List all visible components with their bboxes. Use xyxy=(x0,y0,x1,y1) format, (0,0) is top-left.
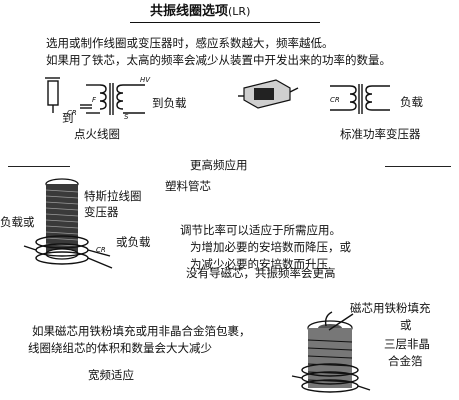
divider-right xyxy=(385,166,451,167)
title-underline xyxy=(130,22,320,23)
tesla-coil-drawing: CR xyxy=(23,178,113,269)
ignition-block xyxy=(47,80,59,106)
tesla-or-load: 或负载 xyxy=(116,235,151,249)
intro-line-2: 如果用了铁芯，太高的频率会减少从装置中开发出来的功率的数量。 xyxy=(46,53,391,67)
ignition-to: 到 xyxy=(62,111,74,125)
title-suffix: (LR) xyxy=(228,5,251,18)
ignition-coil-diagram: F CR S HV xyxy=(45,76,151,121)
intro-line-1: 选用或制作线圈或变压器时，感应系数越大，频率越低。 xyxy=(46,36,334,50)
tesla-load-or: 负载或 xyxy=(0,215,35,229)
transformer-photo xyxy=(238,79,299,109)
page-title: 共振线圈选项(LR) xyxy=(150,5,250,19)
tuning-line-1: 调节比率可以适应于所需应用。 xyxy=(180,223,341,237)
core-line-2: 或 xyxy=(400,318,412,332)
no-core-note: 没有导磁芯，共振频率会更高 xyxy=(186,266,336,280)
transformer-schematic: CR xyxy=(330,84,390,114)
tuning-line-3: 为减少必要的安培数而升压 xyxy=(190,257,328,271)
core-line-1: 磁芯用铁粉填充 xyxy=(350,301,431,315)
powder-line-2: 线圈绕组芯的体积和数量会大大减少 xyxy=(28,341,212,355)
divider-left xyxy=(8,166,70,167)
label-f: F xyxy=(92,96,97,104)
wideband-label: 宽频适应 xyxy=(88,368,134,382)
core-line-3: 三层非晶 xyxy=(384,337,430,351)
tesla-name-1: 特斯拉线圈 xyxy=(84,189,142,203)
label-s: S xyxy=(124,113,129,121)
primary-coil xyxy=(99,84,107,110)
tesla-name-2: 变压器 xyxy=(84,205,119,219)
powder-line-1: 如果磁芯用铁粉填充或用非晶合金箔包裹， xyxy=(32,324,251,338)
label-hv: HV xyxy=(140,76,151,84)
section-higher-freq: 更高频应用 xyxy=(190,158,248,172)
label-cr-2: CR xyxy=(330,96,340,104)
ignition-caption: 点火线圈 xyxy=(74,127,120,141)
tesla-plastic-core: 塑料管芯 xyxy=(165,179,211,193)
secondary-coil xyxy=(116,84,124,110)
transformer-caption: 标准功率变压器 xyxy=(340,127,421,141)
tesla-label-cr: CR xyxy=(96,246,106,254)
title-text: 共振线圈选项 xyxy=(150,4,229,19)
tuning-line-2: 为增加必要的安培数而降压，或 xyxy=(190,240,351,254)
core-line-4: 合金箔 xyxy=(388,354,423,368)
powder-core-coil-drawing xyxy=(291,311,371,393)
core-callout-line xyxy=(328,313,354,331)
ignition-to-load: 到负载 xyxy=(152,96,187,110)
label-cr: CR xyxy=(67,109,77,117)
transformer-load: 负载 xyxy=(400,95,423,109)
